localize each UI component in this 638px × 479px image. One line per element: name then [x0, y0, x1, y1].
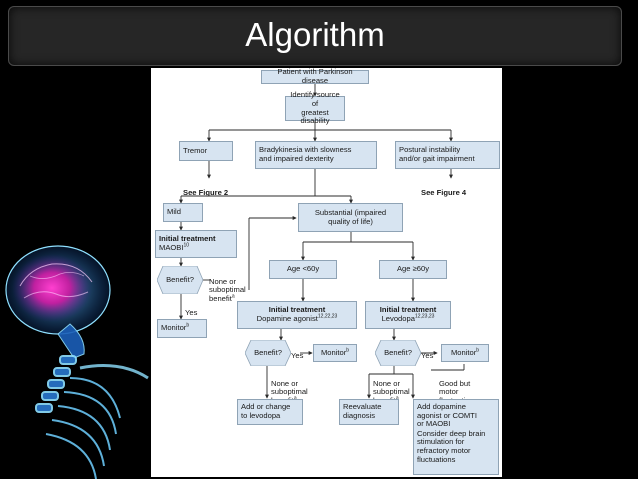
decision-benefit-1: Benefit? [157, 266, 203, 294]
node-age-60-plus: Age ≥60y [379, 260, 447, 279]
node-age-under-60: Age <60y [269, 260, 337, 279]
diamond-shape [157, 266, 203, 294]
diamond-shape [375, 340, 421, 366]
node-tremor: Tremor [179, 141, 233, 161]
node-identify-disability: Identify source of greatest disability [285, 90, 345, 125]
node-add-dopamine-agonist-dbs: Add dopamine agonist or COMTI or MAOBI C… [413, 399, 499, 475]
slide-title: Algorithm [245, 16, 385, 53]
node-substantial: Substantial (impaired quality of life) [298, 203, 403, 232]
node-postural-instability: Postural instability and/or gait impairm… [395, 141, 500, 169]
node-monitor-3: Monitorb [441, 344, 489, 362]
node-reevaluate-diagnosis: Reevaluate diagnosis [339, 399, 399, 425]
diamond-shape [245, 340, 291, 366]
flowchart-panel: Patient with Parkinson disease Identify … [151, 68, 502, 477]
node-patient-parkinson: Patient with Parkinson disease [261, 68, 369, 85]
node-bradykinesia: Bradykinesia with slowness and impaired … [255, 141, 377, 169]
label-yes-1: Yes [185, 307, 198, 317]
brain-skeleton-illustration [5, 245, 149, 479]
decision-benefit-2: Benefit? [245, 340, 291, 366]
node-add-change-levodopa: Add or change to levodopa [237, 399, 303, 425]
label-yes-2: Yes [291, 350, 304, 360]
label-none-suboptimal-1: None or suboptimal benefita [209, 276, 246, 303]
slide-title-bar: Algorithm [8, 6, 622, 66]
label-see-figure-2: See Figure 2 [183, 187, 229, 197]
node-monitor-1: Monitorb [157, 319, 207, 338]
label-see-figure-4: See Figure 4 [421, 187, 467, 197]
node-mild: Mild [163, 203, 203, 222]
decision-benefit-3: Benefit? [375, 340, 421, 366]
label-yes-3: Yes [421, 350, 434, 360]
node-initial-treatment-dopamine-agonist: Initial treatment Dopamine agonist12,22,… [237, 301, 357, 329]
node-initial-treatment-maobi: Initial treatment MAOBI10 [155, 230, 237, 258]
flowchart-connectors [178, 84, 465, 399]
node-initial-treatment-levodopa: Initial treatment Levodopa12,23,23 [365, 301, 451, 329]
node-monitor-2: Monitorb [313, 344, 357, 362]
